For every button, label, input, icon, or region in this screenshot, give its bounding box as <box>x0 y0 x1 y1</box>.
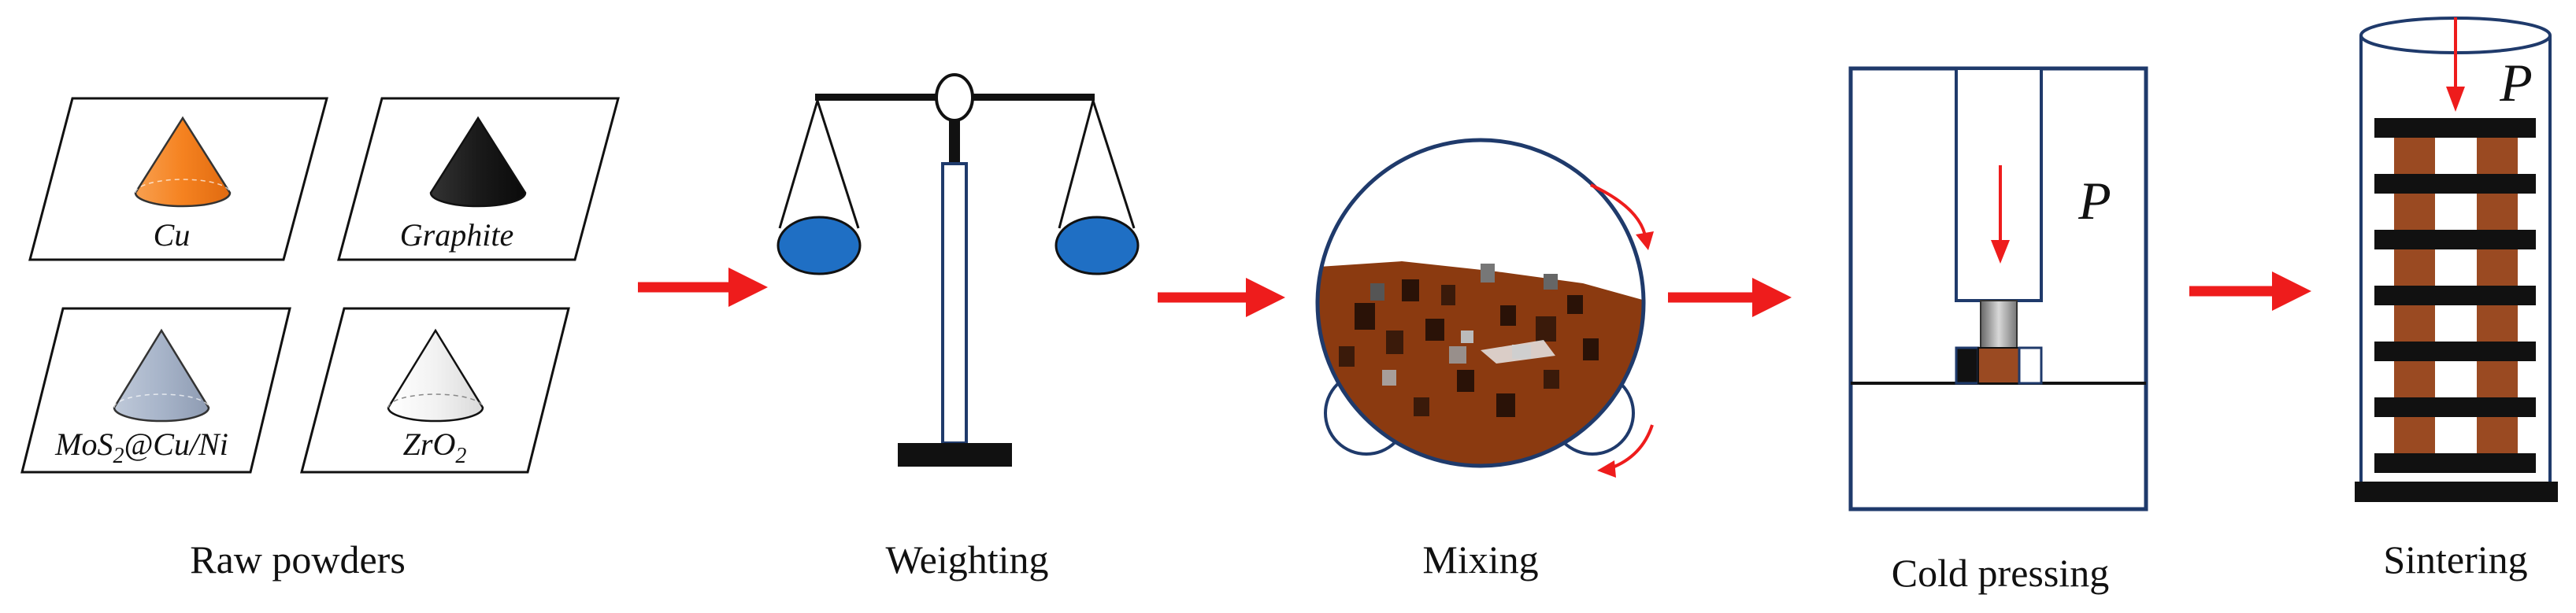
left-pan <box>777 216 862 275</box>
zro2-powder-label: ZrO2 <box>403 427 467 468</box>
weighting-stage: Weighting <box>777 73 1140 582</box>
process-arrow <box>2189 271 2311 311</box>
sintering-furnace-icon: P <box>2355 17 2558 502</box>
plate-stack <box>2374 118 2536 473</box>
press-die-icon: P <box>1848 66 2148 511</box>
process-arrow <box>1158 278 1285 317</box>
mos2-powder-card: MoS2@Cu/Ni <box>20 307 291 474</box>
stage-label-mixing: Mixing <box>1422 537 1538 582</box>
pressure-label: P <box>2499 53 2533 113</box>
mill-drum <box>1315 138 1646 468</box>
process-arrow <box>1668 278 1792 317</box>
right-pan <box>1054 216 1140 275</box>
balance-scale-icon <box>777 73 1140 467</box>
cu-cone-icon <box>134 116 232 208</box>
ball-mill-icon <box>1315 138 1654 478</box>
graphite-cone-icon <box>429 116 527 208</box>
rotation-arrow-icon <box>1610 424 1654 470</box>
stage-label-sintering: Sintering <box>2383 537 2527 582</box>
process-arrow <box>638 268 768 307</box>
sintering-stage: P Sintering <box>2355 17 2558 582</box>
graphite-powder-card: Graphite <box>337 97 620 261</box>
cold-pressing-stage: P Cold pressing <box>1848 66 2148 595</box>
cu-powder-card: Cu <box>28 97 328 261</box>
zro2-cone-icon <box>387 328 484 423</box>
mos2-cone-icon <box>113 328 210 423</box>
cu-powder-label: Cu <box>154 217 191 253</box>
stage-label-cold-pressing: Cold pressing <box>1892 551 2109 595</box>
stage-label-weighting: Weighting <box>885 537 1048 582</box>
zro2-powder-card: ZrO2 <box>300 307 570 474</box>
mos2-powder-label: MoS2@Cu/Ni <box>54 427 228 468</box>
pressure-label: P <box>2077 171 2111 231</box>
stage-label-raw-powders: Raw powders <box>190 537 406 582</box>
base-plate <box>2355 482 2558 502</box>
graphite-powder-label: Graphite <box>400 217 513 253</box>
powder-compact <box>1977 347 2020 384</box>
powder-mixture <box>1318 261 1644 466</box>
mixing-stage: Mixing <box>1315 138 1654 582</box>
raw-powders-stage: Cu Graphite MoS2@Cu/Ni ZrO2 <box>20 97 620 582</box>
